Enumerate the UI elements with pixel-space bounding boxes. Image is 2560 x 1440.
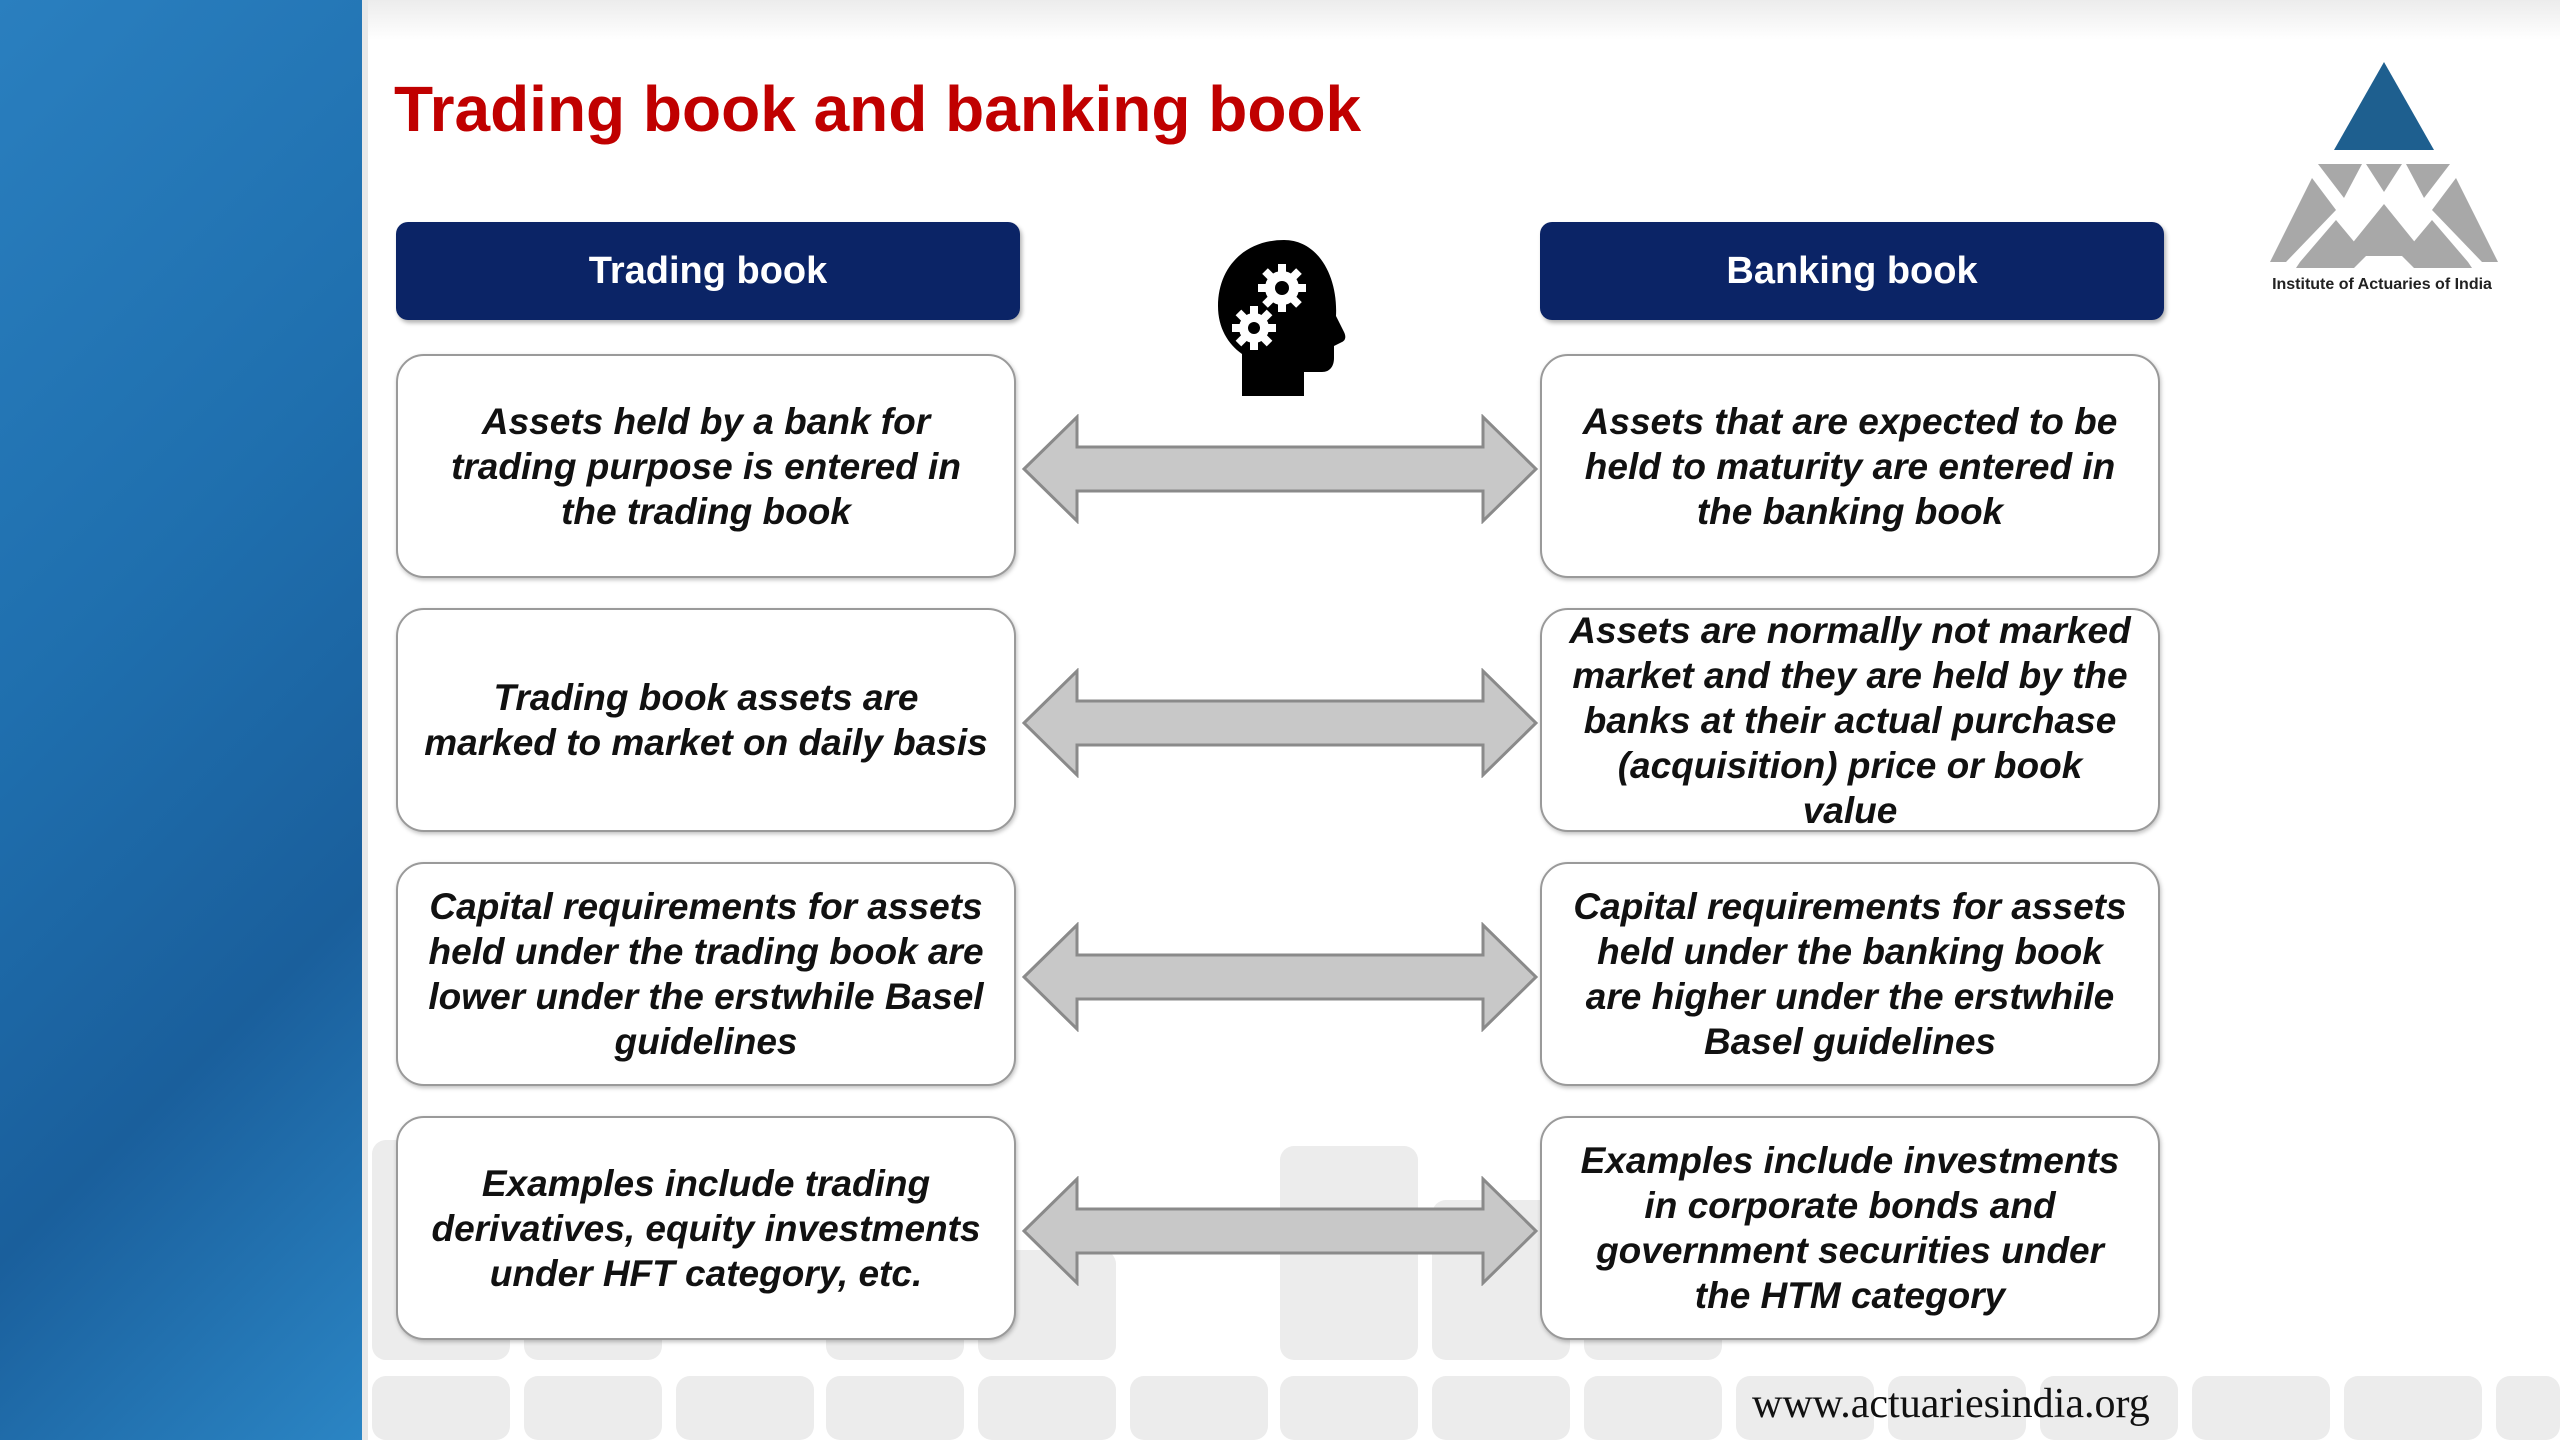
page-title: Trading book and banking book — [394, 73, 1362, 145]
double-arrow-icon — [1022, 922, 1538, 1032]
trading-card-2: Trading book assets are marked to market… — [396, 608, 1016, 832]
trading-book-header: Trading book — [396, 222, 1020, 320]
banking-card-2: Assets are normally not marked market an… — [1540, 608, 2160, 832]
footer-url[interactable]: www.actuariesindia.org — [1752, 1381, 2150, 1427]
left-band-edge — [362, 0, 368, 1440]
actuaries-logo-icon — [2270, 62, 2498, 268]
left-decorative-band — [0, 0, 362, 1440]
trading-card-1: Assets held by a bank for trading purpos… — [396, 354, 1016, 578]
top-shade — [368, 0, 2560, 40]
double-arrow-icon — [1022, 1176, 1538, 1286]
banking-card-4: Examples include investments in corporat… — [1540, 1116, 2160, 1340]
double-arrow-icon — [1022, 414, 1538, 524]
banking-card-3: Capital requirements for assets held und… — [1540, 862, 2160, 1086]
banking-card-1: Assets that are expected to be held to m… — [1540, 354, 2160, 578]
logo-caption: Institute of Actuaries of India — [2272, 276, 2492, 293]
double-arrow-icon — [1022, 668, 1538, 778]
banking-book-header: Banking book — [1540, 222, 2164, 320]
head-gears-icon — [1218, 240, 1346, 396]
trading-card-3: Capital requirements for assets held und… — [396, 862, 1016, 1086]
trading-card-4: Examples include trading derivatives, eq… — [396, 1116, 1016, 1340]
